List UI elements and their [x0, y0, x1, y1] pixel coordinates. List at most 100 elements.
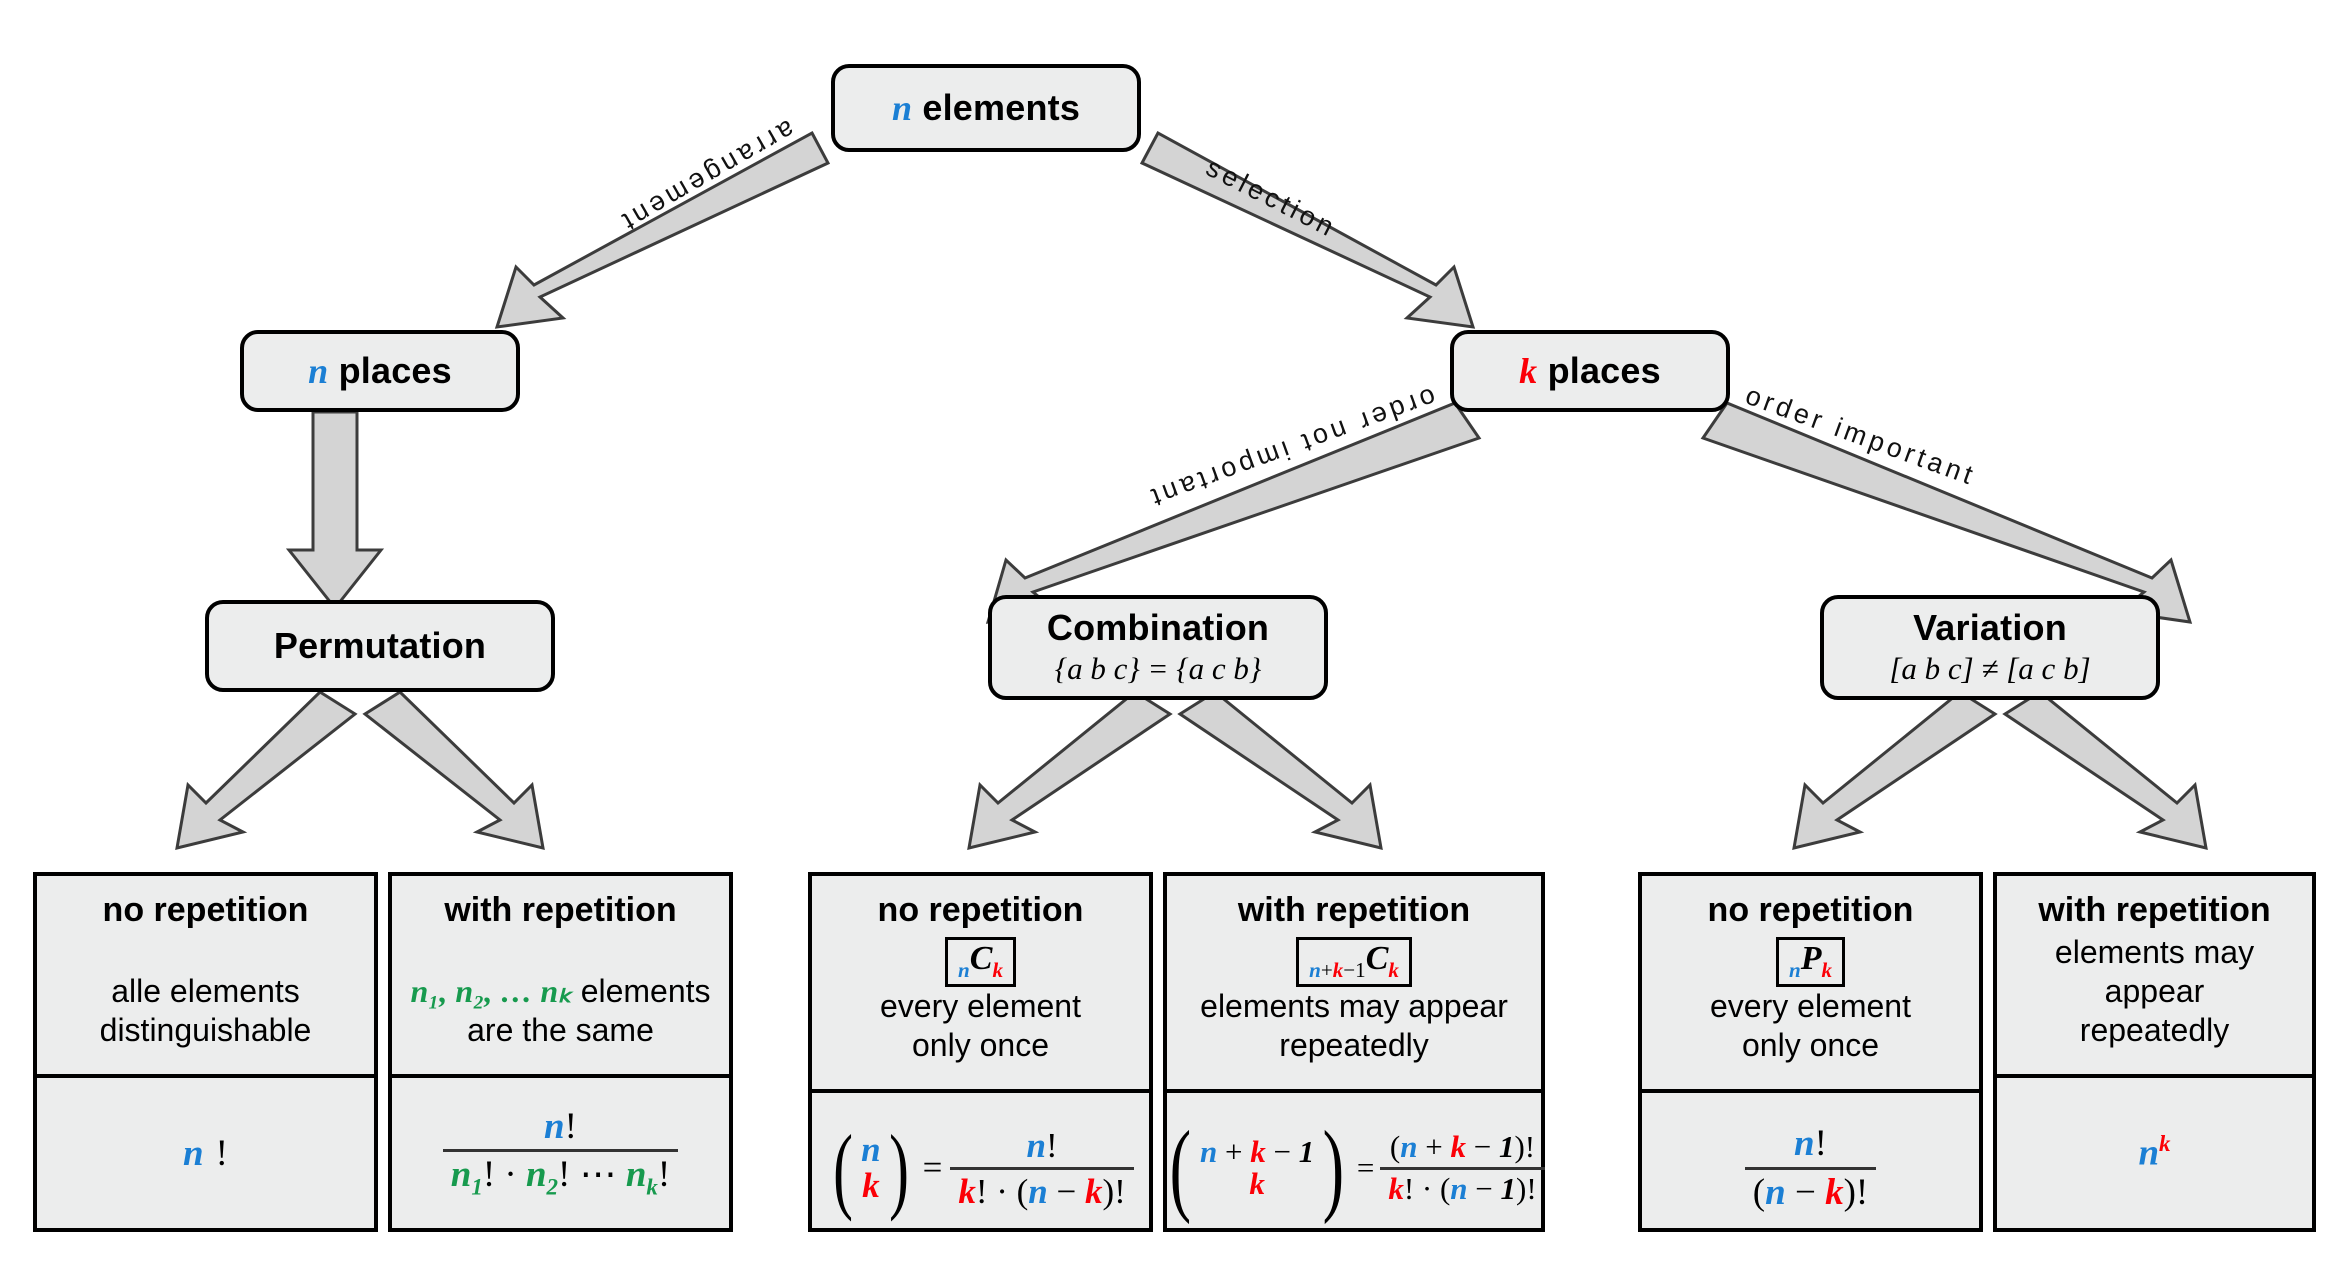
- card-description: alle elements distinguishable: [45, 972, 366, 1050]
- arrow-places-to-permutation: [285, 410, 385, 611]
- fraction-denominator: (n − k)!: [1744, 1166, 1877, 1213]
- var-k: k: [1519, 350, 1538, 391]
- node-combination-example: {a b c} = {a c b}: [1054, 650, 1262, 686]
- node-combination-title: Combination: [1046, 606, 1270, 648]
- var-n: n: [183, 1132, 204, 1174]
- card-combination-no-repetition[interactable]: no repetition nCk every element only onc…: [808, 872, 1153, 1232]
- equals-sign: =: [1356, 1150, 1375, 1186]
- symbol-C: C: [1365, 940, 1389, 978]
- arrow-order-important: [1700, 401, 2193, 624]
- symbol-C: C: [969, 940, 993, 978]
- var-k: k: [1821, 958, 1833, 983]
- card-variation-with-repetition[interactable]: with repetition elements may appear repe…: [1993, 872, 2316, 1232]
- card-upper: no repetition nCk every element only onc…: [812, 876, 1149, 1094]
- formula-binomial-repetition: ( n + k − 1 k ) = (n + k − 1)! k! · (n −…: [1163, 1109, 1545, 1225]
- card-variation-no-repetition[interactable]: no repetition nPk every element only onc…: [1638, 872, 1983, 1232]
- card-formula: ( n k ) = n! k! · (n − k)!: [812, 1093, 1149, 1243]
- formula-variation: n! (n − k)!: [1744, 1123, 1877, 1213]
- desc-line-1: every element: [1710, 988, 1911, 1025]
- left-paren: (: [1169, 1109, 1192, 1225]
- root-label-text: elements: [922, 86, 1081, 128]
- node-combination[interactable]: Combination {a b c} = {a c b}: [988, 595, 1328, 700]
- n-places-text: places: [338, 349, 452, 391]
- card-upper: no repetition alle elements distinguisha…: [37, 876, 374, 1078]
- fraction-numerator: n!: [544, 1105, 577, 1147]
- arrow-combination-right: [1177, 690, 1383, 850]
- formula-n-factorial: n!: [183, 1132, 228, 1174]
- card-description: n₁, n₂, … nₖ elements are the same: [400, 972, 721, 1050]
- card-head: no repetition: [1707, 891, 1914, 929]
- var-n: n: [1309, 958, 1321, 983]
- edge-label-order-important: order important: [1741, 380, 1981, 492]
- card-head: no repetition: [877, 891, 1084, 929]
- node-variation-title: Variation: [1913, 606, 2067, 648]
- fraction-denominator: k! · (n − 1)!: [1380, 1166, 1545, 1207]
- right-paren: ): [888, 1114, 909, 1222]
- card-description: elements may appear repeatedly: [2005, 933, 2304, 1050]
- desc-line-2: are the same: [467, 1011, 654, 1048]
- left-paren: (: [833, 1114, 854, 1222]
- card-upper: with repetition n₁, n₂, … nₖ elements ar…: [392, 876, 729, 1078]
- arrow-combination-left: [967, 690, 1173, 850]
- desc-line-2: repeatedly: [1279, 1027, 1429, 1064]
- card-permutation-with-repetition[interactable]: with repetition n₁, n₂, … nₖ elements ar…: [388, 872, 733, 1232]
- binom-bottom: k: [862, 1166, 880, 1206]
- card-upper: with repetition n+k−1Ck elements may app…: [1167, 876, 1541, 1094]
- node-permutation-title: Permutation: [273, 625, 487, 667]
- card-upper: with repetition elements may appear repe…: [1997, 876, 2312, 1078]
- card-formula: n!: [37, 1078, 374, 1228]
- desc-line-2: repeatedly: [2079, 1011, 2230, 1048]
- symbol-P: P: [1800, 940, 1822, 978]
- var-n: n: [1788, 958, 1801, 983]
- card-upper: no repetition nPk every element only onc…: [1642, 876, 1979, 1094]
- k-places-text: places: [1547, 349, 1661, 391]
- arrow-order-not-important: [985, 401, 1482, 624]
- arrow-variation-right: [2002, 690, 2208, 850]
- arrow-permutation-right: [362, 690, 545, 850]
- notation-nCk: nCk: [945, 937, 1016, 988]
- node-n-places[interactable]: n places: [240, 330, 520, 412]
- fraction-numerator: (n + k − 1)!: [1389, 1129, 1536, 1165]
- binom-top: n + k − 1: [1199, 1133, 1315, 1169]
- var-k: k: [1332, 958, 1344, 983]
- card-permutation-no-repetition[interactable]: no repetition alle elements distinguisha…: [33, 872, 378, 1232]
- vars-n-subscripts: n₁, n₂, … nₖ: [410, 972, 572, 1009]
- node-permutation[interactable]: Permutation: [205, 600, 555, 692]
- notation-nPk: nPk: [1775, 937, 1846, 988]
- fraction-denominator: k! · (n − k)!: [950, 1166, 1134, 1211]
- var-k: k: [992, 958, 1003, 983]
- card-formula: nk: [1997, 1078, 2312, 1228]
- card-head: with repetition: [2038, 891, 2271, 929]
- node-variation[interactable]: Variation [a b c] ≠ [a c b]: [1820, 595, 2160, 700]
- var-n: n: [308, 350, 329, 391]
- var-n: n: [891, 87, 913, 128]
- desc-line-1: elements may appear: [1200, 988, 1508, 1025]
- node-variation-example: [a b c] ≠ [a c b]: [1889, 650, 2091, 686]
- card-formula: n! n1! · n2! ⋯ nk!: [392, 1078, 729, 1228]
- desc-tail: elements: [571, 972, 711, 1009]
- card-head: with repetition: [444, 891, 677, 929]
- desc-line-1: n₁, n₂, … nₖ elements: [400, 972, 721, 1011]
- formula-binomial: ( n k ) = n! k! · (n − k)!: [827, 1114, 1134, 1222]
- card-head: with repetition: [1237, 891, 1471, 929]
- desc-line-1: every element: [880, 988, 1081, 1025]
- arrow-permutation-left: [175, 690, 358, 850]
- equals-sign: =: [922, 1148, 943, 1188]
- node-n-elements[interactable]: n elements: [831, 64, 1141, 152]
- edge-label-arrangement: arrangement: [614, 114, 800, 239]
- desc-line-2: distinguishable: [99, 1011, 312, 1048]
- card-description: every element only once: [820, 987, 1141, 1065]
- card-combination-with-repetition[interactable]: with repetition n+k−1Ck elements may app…: [1163, 872, 1545, 1232]
- formula-n-to-the-k: nk: [2138, 1131, 2171, 1174]
- card-description: every element only once: [1650, 987, 1971, 1065]
- card-head: no repetition: [102, 891, 309, 929]
- node-k-places[interactable]: k places: [1450, 330, 1730, 412]
- binom-top: n: [861, 1129, 881, 1169]
- binomial-coefficient: ( n + k − 1 k ): [1163, 1109, 1351, 1225]
- node-k-places-label: k places: [1519, 349, 1661, 391]
- card-formula: ( n + k − 1 k ) = (n + k − 1)! k! · (n −…: [1167, 1093, 1545, 1243]
- fraction-denominator: n1! · n2! ⋯ nk!: [442, 1149, 679, 1200]
- notation-n-plus-k-minus-1-C-k: n+k−1Ck: [1296, 937, 1412, 988]
- arrow-variation-left: [1792, 690, 1998, 850]
